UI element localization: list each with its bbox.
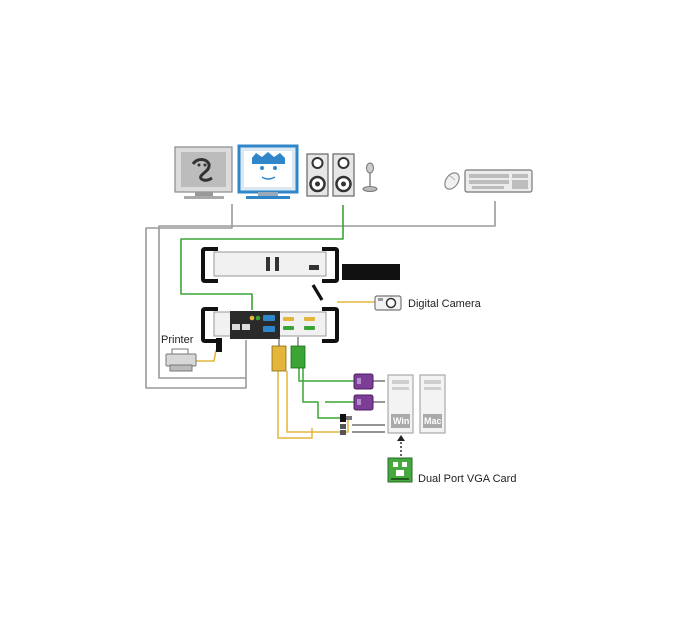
monitor-right-icon xyxy=(237,144,299,199)
pc-win-label: Win xyxy=(393,416,409,426)
microphone-icon xyxy=(362,162,378,192)
cable-keyboard-mouse xyxy=(158,201,496,379)
vga-card-icon xyxy=(387,457,413,483)
pc-tower-win-icon: Win xyxy=(387,374,414,434)
cable-monitor-left xyxy=(145,204,247,389)
monitor-left-icon xyxy=(174,146,233,199)
kvm-switch-lower-icon xyxy=(201,307,339,352)
vga-card-label: Dual Port VGA Card xyxy=(418,473,516,485)
cable-printer xyxy=(196,349,217,362)
speaker-right-icon xyxy=(332,153,355,197)
digital-camera-label: Digital Camera xyxy=(408,298,482,310)
audio-plugs xyxy=(340,414,352,435)
printer-label: Printer xyxy=(161,334,194,346)
mouse-icon xyxy=(444,172,460,190)
cable-yellow-a xyxy=(277,371,313,439)
vga-card-arrow-head xyxy=(397,435,405,441)
kvm-port-plugs xyxy=(271,337,306,372)
speaker-left-icon xyxy=(306,153,329,197)
pc-mac-label: Mac xyxy=(424,416,442,426)
keyboard-icon xyxy=(464,169,533,193)
cable-cascade xyxy=(311,284,324,301)
digital-camera-icon xyxy=(374,295,402,311)
connector-purple-bottom xyxy=(353,394,374,411)
cable-green-a xyxy=(298,368,355,382)
cables xyxy=(145,201,496,456)
cable-monitor-right xyxy=(180,205,344,310)
printer-icon xyxy=(165,348,197,372)
cable-green-b xyxy=(302,368,340,419)
kvm-switch-upper-icon xyxy=(201,247,400,283)
pc-tower-mac-icon: Mac xyxy=(419,374,446,434)
cable-yellow-b xyxy=(286,371,349,433)
connector-purple-top xyxy=(353,373,374,390)
